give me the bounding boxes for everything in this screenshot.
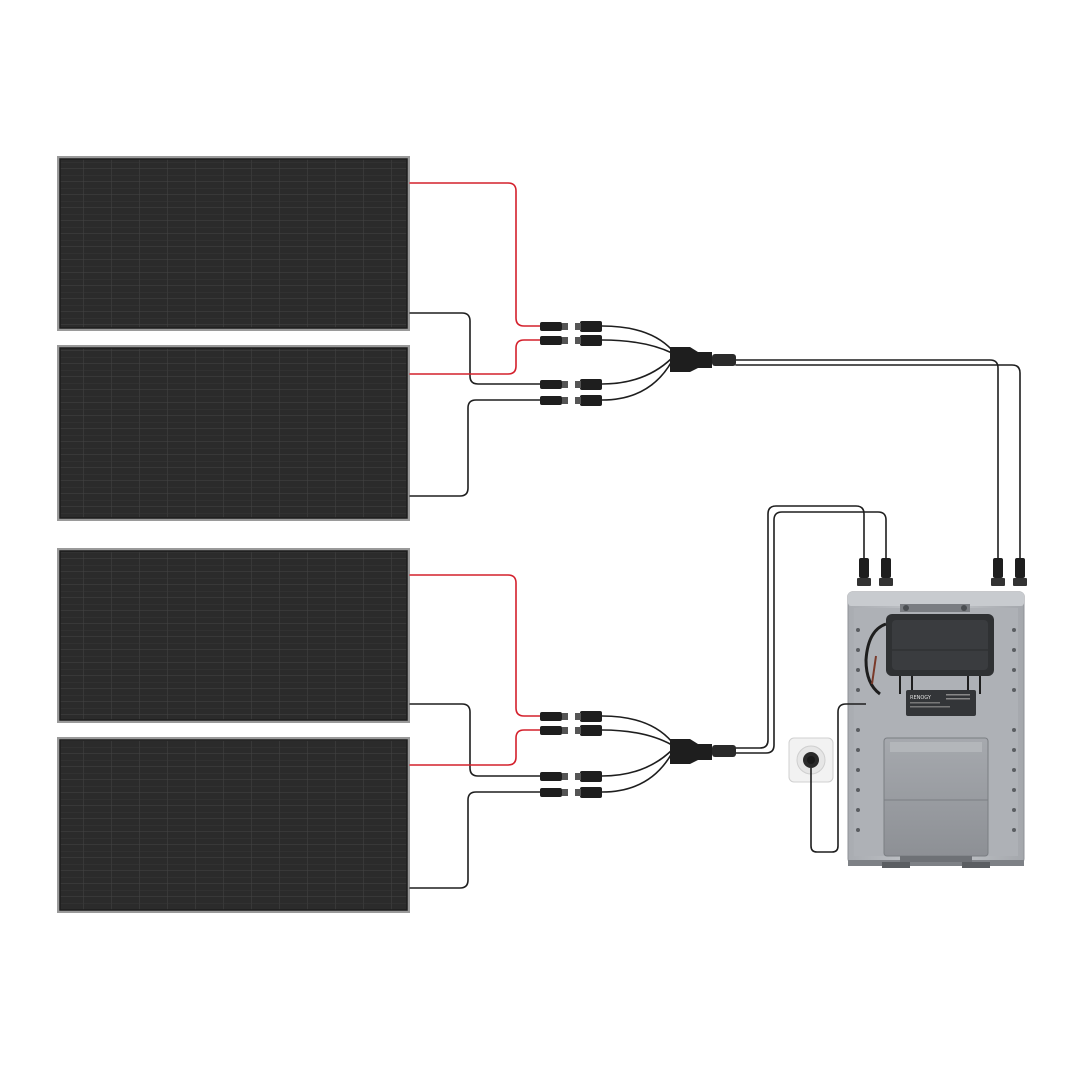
lower-mc4-connectors	[540, 711, 602, 798]
mc4-connector	[540, 335, 602, 346]
upper-mc4-connectors	[540, 321, 602, 406]
panel-4-negative-cable	[409, 791, 541, 889]
panel-1-positive-cable	[409, 182, 541, 327]
solar-panel-4	[57, 737, 410, 913]
mc4-connector	[540, 379, 602, 390]
panel-3-negative-cable	[409, 703, 541, 777]
solar-panel-2	[57, 345, 410, 521]
mc4-connector	[540, 711, 602, 722]
solar-panel-1	[57, 156, 410, 331]
microinverter	[864, 614, 994, 696]
mc4-connector	[540, 771, 602, 782]
solar-panel-3	[57, 548, 410, 723]
panel-1-negative-cable	[409, 312, 541, 385]
power-plug	[803, 752, 819, 768]
inverter-nameplate: RENOGY	[906, 690, 976, 716]
station-input-connectors	[857, 558, 1027, 586]
ac-output-cable	[810, 703, 866, 853]
lower-cable-group	[409, 505, 887, 889]
upper-cable-group	[409, 182, 1021, 561]
mc4-connector	[1013, 558, 1027, 586]
upper-y-branch-combiner	[670, 347, 736, 372]
panel-3-positive-cable	[409, 574, 541, 717]
wall-socket	[788, 737, 834, 783]
panel-2-negative-cable	[409, 399, 541, 497]
panel-2-positive-cable	[409, 339, 541, 375]
mc4-connector	[540, 725, 602, 736]
mc4-connector	[540, 321, 602, 332]
mc4-connector	[540, 787, 602, 798]
nameplate-brand: RENOGY	[910, 695, 932, 701]
mc4-connector	[879, 558, 893, 586]
lower-y-branch-combiner	[670, 739, 736, 764]
panel-4-positive-cable	[409, 729, 541, 766]
battery-module	[883, 737, 989, 862]
mc4-connector	[991, 558, 1005, 586]
mc4-connector	[857, 558, 871, 586]
mc4-connector	[540, 395, 602, 406]
